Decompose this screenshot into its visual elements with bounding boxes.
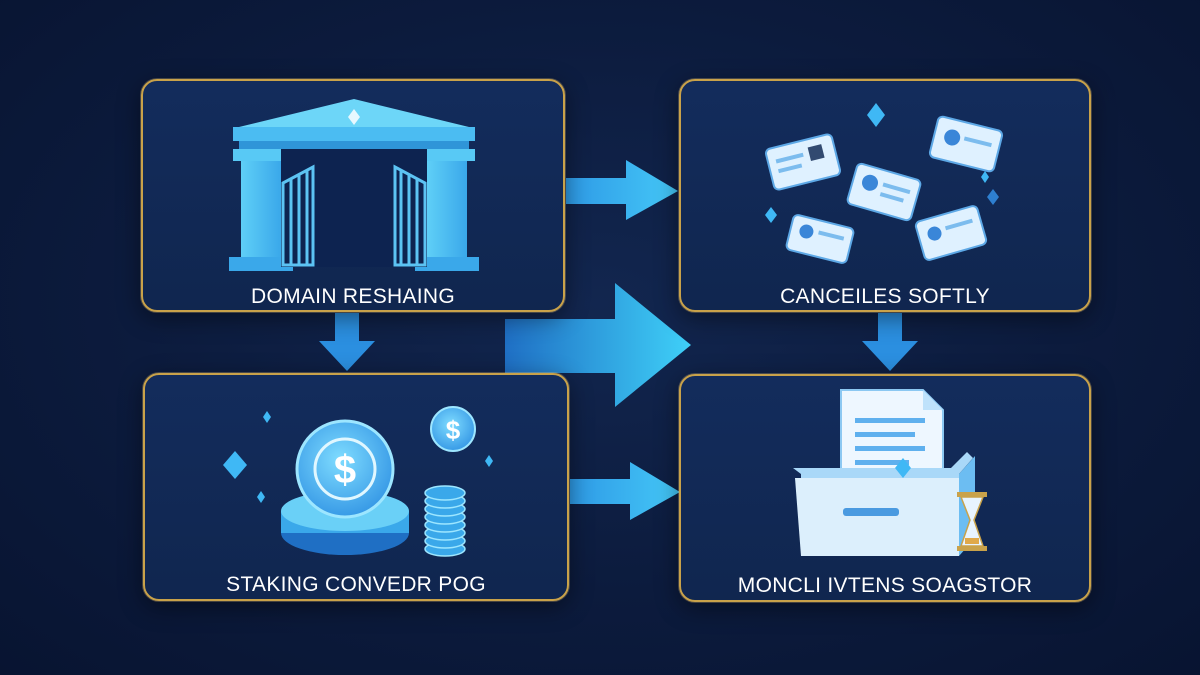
step-panel-archive: MONCLI IVTENS SOAGSTOR <box>679 374 1091 602</box>
step-label: CANCEILES SOFTLY <box>780 285 990 308</box>
step-label: DOMAIN RESHAING <box>250 285 456 308</box>
archive-box-icon <box>793 389 987 556</box>
arrow-down-left <box>319 313 375 371</box>
svg-text:$: $ <box>446 415 461 445</box>
arrow-right-bottom <box>570 462 680 520</box>
arrow-center-diagonal <box>505 283 691 407</box>
step-panel-domain: DOMAIN RESHAING <box>141 79 565 312</box>
gate-icon <box>229 99 479 271</box>
svg-text:$: $ <box>334 448 356 492</box>
step-panel-staking: $ $ STAKING CONVEDR POG <box>143 373 569 601</box>
id-cards-icon <box>764 103 1004 264</box>
step-panel-cards: CANCEILES SOFTLY <box>679 79 1091 312</box>
step-label: STAKING CONVEDR POG <box>226 573 486 596</box>
coin-stake-icon: $ $ <box>223 406 493 557</box>
arrow-right-top <box>566 160 678 220</box>
arrow-down-right <box>862 313 918 371</box>
step-label: MONCLI IVTENS SOAGSTOR <box>737 574 1033 597</box>
